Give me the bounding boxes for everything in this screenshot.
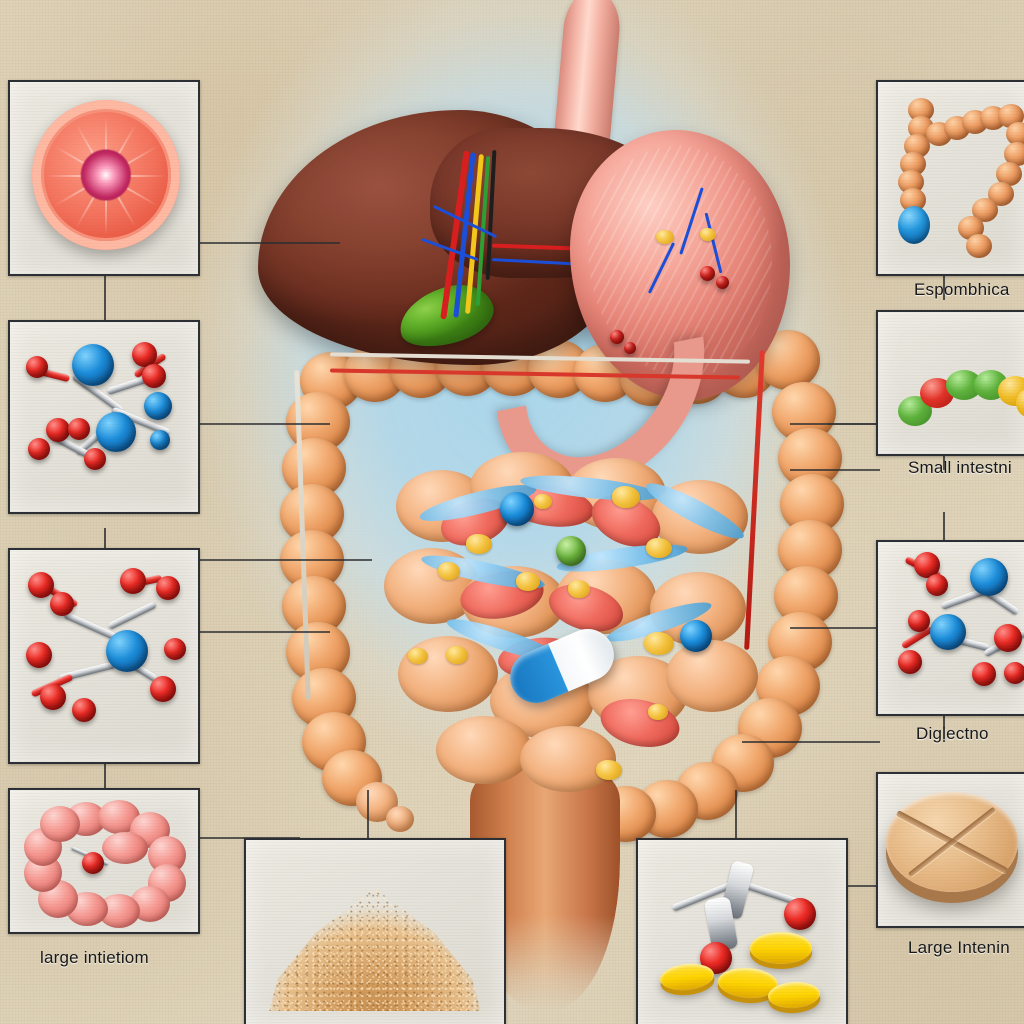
ball-and-stick-molecule-art <box>878 542 1024 714</box>
caption-large-intestine-left: large intietiom <box>40 948 149 967</box>
citrus-slice-art <box>10 82 198 274</box>
caption-esophagus: Espombhica <box>914 280 1010 299</box>
citrus-rind <box>32 100 180 250</box>
panel-esophagus[interactable] <box>876 80 1024 276</box>
granular-powder-art <box>246 840 504 1024</box>
caption-small-intestine: Small intestni <box>908 458 1012 477</box>
ball-and-stick-molecule-art <box>10 550 198 762</box>
panel-large-intestine-left[interactable] <box>8 788 200 934</box>
pink-intestine-loop-art <box>10 790 198 932</box>
panel-citrus-cross-section[interactable] <box>8 80 200 276</box>
panel-digestion[interactable] <box>876 540 1024 716</box>
caption-large-intestine-right: Large Intenin <box>908 938 1010 957</box>
panel-powder-pile[interactable] <box>244 838 506 1024</box>
panel-small-intestine[interactable] <box>876 310 1024 456</box>
panel-molecule-upper-left[interactable] <box>8 320 200 514</box>
segmented-intestine-orange-art <box>878 82 1024 274</box>
ball-and-stick-molecule-art <box>10 322 198 512</box>
panel-molecule-lower-left[interactable] <box>8 548 200 764</box>
panel-molecule-yellow-tablets[interactable] <box>636 838 848 1024</box>
panel-large-intestine-right[interactable] <box>876 772 1024 928</box>
colored-segmented-tube-art <box>878 312 1024 454</box>
citrus-core <box>80 149 132 201</box>
scored-tablet-art <box>878 774 1024 926</box>
caption-digestion: Diglectno <box>916 724 989 743</box>
molecule-with-tablets-art <box>638 840 846 1024</box>
